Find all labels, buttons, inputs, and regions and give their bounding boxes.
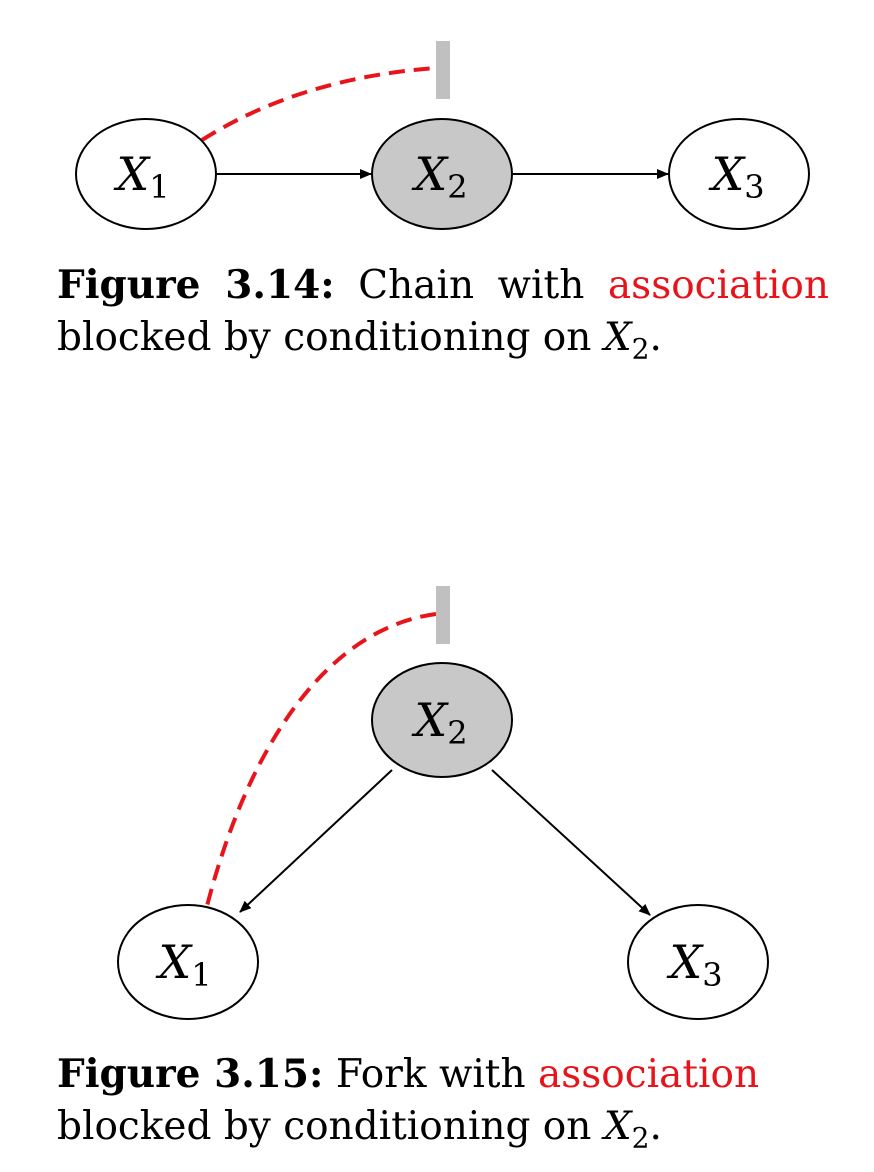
association-path	[200, 66, 437, 142]
figure-label: Figure 3.15:	[57, 1051, 324, 1097]
node-x2-conditioned: X2	[371, 118, 513, 230]
svg-text:X2: X2	[411, 693, 467, 752]
variable-x2: X2	[603, 315, 650, 366]
caption-text: blocked by conditioning on	[57, 1104, 592, 1149]
association-path	[205, 612, 437, 907]
node-x3: X3	[668, 118, 810, 230]
variable-x2: X2	[603, 1104, 650, 1155]
fork-diagram: X2 X1 X3	[117, 586, 769, 1020]
block-marker	[436, 586, 450, 644]
caption-period: .	[649, 315, 662, 360]
caption-text: blocked by conditioning on	[57, 315, 592, 360]
figure-caption-3-15: Figure 3.15: Fork with association block…	[57, 1048, 829, 1153]
chain-diagram: X1 X2 X3	[75, 41, 810, 230]
node-x1: X1	[75, 118, 217, 230]
node-x3: X3	[627, 904, 769, 1020]
caption-text: Chain with	[358, 263, 585, 308]
block-marker	[436, 41, 450, 99]
node-x1: X1	[117, 904, 259, 1020]
svg-text:X3: X3	[666, 935, 722, 994]
svg-text:X1: X1	[113, 147, 169, 206]
association-term: association	[607, 263, 829, 308]
caption-period: .	[649, 1104, 662, 1149]
figure-label: Figure 3.14:	[57, 262, 335, 308]
edge-x2-x1	[239, 769, 393, 913]
caption-text: Fork with	[335, 1052, 526, 1097]
svg-text:X3: X3	[708, 147, 764, 206]
node-x2-conditioned: X2	[371, 662, 513, 778]
association-term: association	[538, 1052, 760, 1097]
svg-text:X1: X1	[155, 935, 211, 994]
edge-x2-x3	[491, 769, 651, 916]
svg-text:X2: X2	[411, 147, 467, 206]
figure-caption-3-14: Figure 3.14: Chain with association bloc…	[57, 259, 829, 364]
